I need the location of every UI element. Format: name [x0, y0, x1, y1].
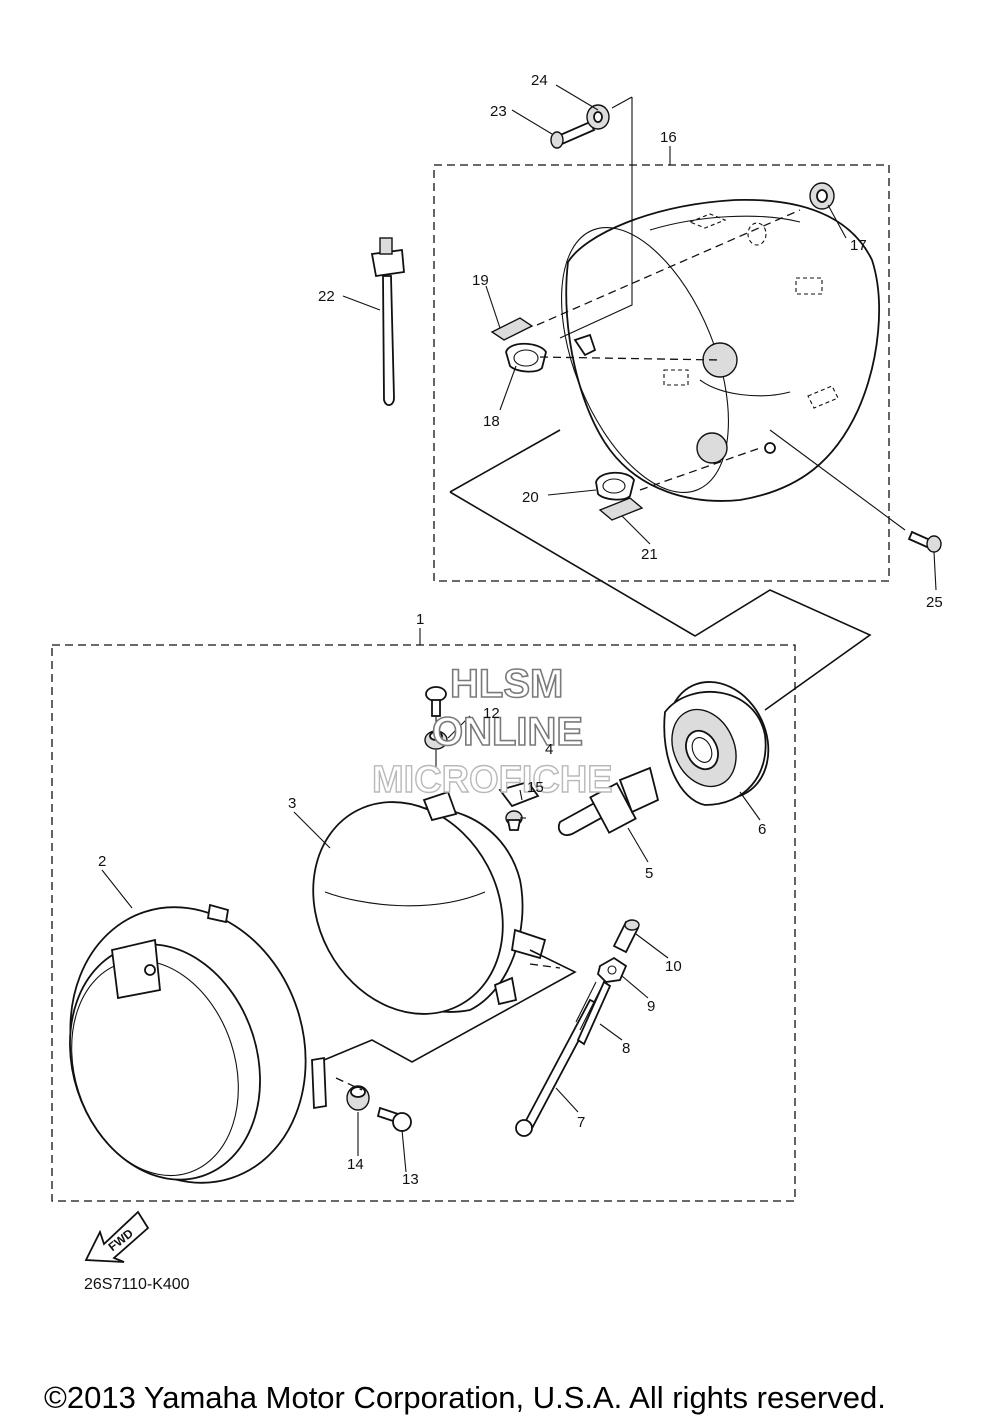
callout-23: 23: [490, 103, 507, 120]
housing-group-box: [433, 164, 890, 582]
diagram-code: 26S7110-K400: [84, 1276, 190, 1293]
callout-8: 8: [622, 1040, 630, 1057]
callout-3: 3: [288, 795, 296, 812]
plate-19: [490, 317, 534, 341]
headlight-housing: [561, 198, 880, 502]
grommet-12: [424, 730, 448, 750]
headlight-lens-3: [312, 790, 547, 1015]
callout-7: 7: [577, 1114, 585, 1131]
plate-21: [598, 497, 644, 521]
callout-15: 15: [527, 779, 544, 796]
callout-6: 6: [758, 821, 766, 838]
screw-25: [907, 530, 942, 553]
callout-22: 22: [318, 288, 335, 305]
copyright: ©2013 Yamaha Motor Corporation, U.S.A. A…: [44, 1380, 886, 1415]
spring-8: [575, 980, 612, 1046]
callout-14: 14: [347, 1156, 364, 1173]
bracket-4: [498, 780, 540, 808]
fwd-arrow-icon: FWD: [84, 1210, 150, 1263]
callout-2: 2: [98, 853, 106, 870]
watermark-line2: ONLINE: [432, 710, 583, 754]
clip-20: [595, 471, 635, 501]
callouts: 1 2 3 4 5 6 7 8 9 10 12 13 14 15 16 17 1…: [98, 72, 943, 1188]
callout-25: 25: [926, 594, 943, 611]
clip-18: [505, 342, 547, 373]
bulb-5: [557, 766, 660, 836]
callout-13: 13: [402, 1171, 419, 1188]
callout-16: 16: [660, 129, 677, 146]
watermark-line1: HLSM: [450, 662, 563, 706]
cable-tie-22: [370, 237, 405, 406]
screw-11: [425, 686, 447, 717]
headlight-group-box: [51, 644, 796, 1202]
callout-17: 17: [850, 237, 867, 254]
callout-4: 4: [545, 741, 553, 758]
nut-15: [505, 810, 523, 831]
callout-10: 10: [665, 958, 682, 975]
grommet-17: [809, 182, 835, 210]
callout-12: 12: [483, 705, 500, 722]
grommet-14: [346, 1085, 370, 1111]
watermark-line3: MICROFICHE: [372, 759, 613, 801]
bulb-cover-6: [663, 681, 770, 806]
washer-24: [586, 104, 610, 130]
callout-5: 5: [645, 865, 653, 882]
callout-18: 18: [483, 413, 500, 430]
callout-24: 24: [531, 72, 548, 89]
collar-10: [612, 919, 640, 954]
callout-19: 19: [472, 272, 489, 289]
callout-20: 20: [522, 489, 539, 506]
screw-13: [376, 1106, 412, 1132]
callout-1: 1: [416, 611, 424, 628]
adjust-screw-7: [515, 998, 600, 1137]
nut-9: [597, 956, 628, 983]
callout-9: 9: [647, 998, 655, 1015]
headlight-rim-2: [69, 903, 327, 1184]
leader-lines: [101, 84, 937, 1173]
bolt-23: [550, 120, 596, 149]
callout-21: 21: [641, 546, 658, 563]
